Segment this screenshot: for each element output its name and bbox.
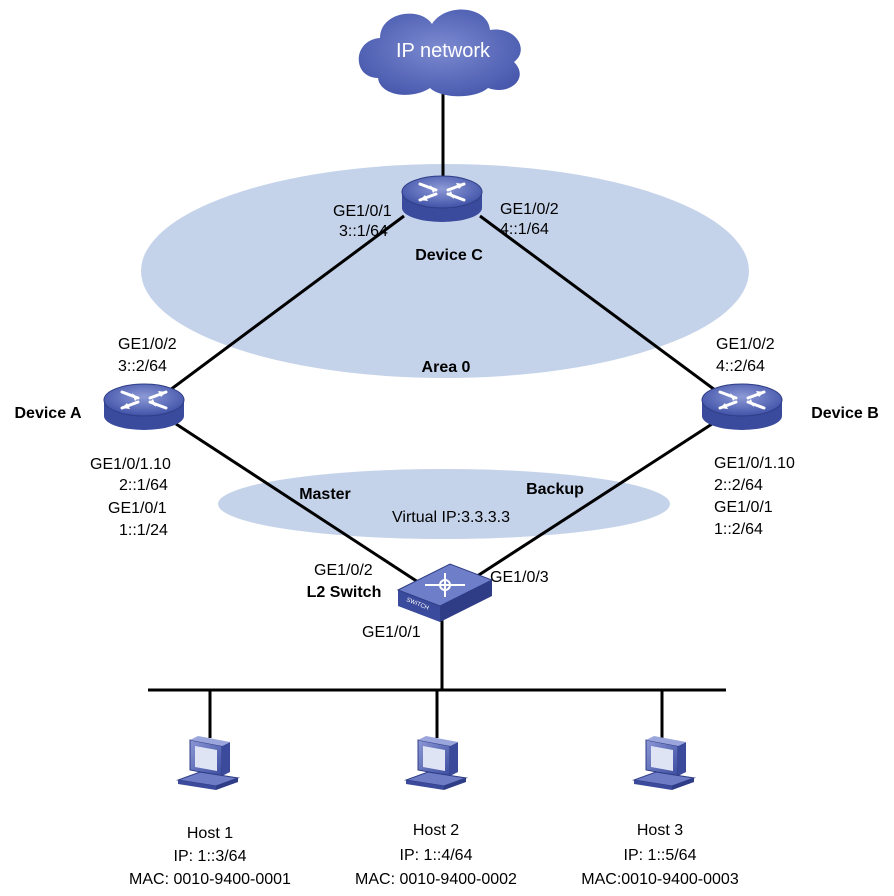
device-a-ip-up: 3::2/64 bbox=[118, 358, 167, 375]
device-a-if-up: GE1/0/2 bbox=[118, 336, 177, 353]
backup-label: Backup bbox=[526, 481, 584, 498]
device-c-if-left: GE1/0/1 bbox=[333, 203, 392, 220]
host-3-mac: MAC:0010-9400-0003 bbox=[581, 871, 739, 888]
device-a-if-down: GE1/0/1 bbox=[108, 500, 167, 517]
device-c-if-right: GE1/0/2 bbox=[500, 201, 559, 218]
cloud-label: IP network bbox=[396, 40, 491, 62]
host-2-name: Host 2 bbox=[413, 822, 459, 839]
area-label: Area 0 bbox=[422, 359, 471, 376]
device-a-ip-sub: 2::1/64 bbox=[119, 477, 168, 494]
link-device-b-switch bbox=[467, 422, 713, 584]
host-1-mac: MAC: 0010-9400-0001 bbox=[129, 871, 291, 888]
device-a-if-sub: GE1/0/1.10 bbox=[90, 456, 171, 473]
area-0-ellipse bbox=[141, 164, 749, 378]
device-a-name: Device A bbox=[15, 405, 82, 422]
device-c-icon bbox=[400, 174, 484, 224]
device-a-ip-down: 1::1/24 bbox=[119, 522, 168, 539]
switch-if-down: GE1/0/1 bbox=[362, 624, 421, 641]
host-3-name: Host 3 bbox=[637, 822, 683, 839]
host-2-ip: IP: 1::4/64 bbox=[400, 847, 473, 864]
device-b-icon bbox=[700, 382, 784, 432]
device-b-ip-down: 1::2/64 bbox=[714, 521, 763, 538]
switch-if-left: GE1/0/2 bbox=[314, 562, 373, 579]
host-1-icon bbox=[177, 735, 239, 791]
switch-if-right: GE1/0/3 bbox=[490, 569, 549, 586]
host-1-ip: IP: 1::3/64 bbox=[174, 848, 247, 865]
device-c-ip-left: 3::1/64 bbox=[339, 223, 388, 240]
host-2-mac: MAC: 0010-9400-0002 bbox=[355, 871, 517, 888]
link-device-c-device-b bbox=[479, 214, 716, 392]
device-b-if-down: GE1/0/1 bbox=[714, 499, 773, 516]
device-c-name: Device C bbox=[415, 247, 483, 264]
virtual-ip-label: Virtual IP:3.3.3.3 bbox=[392, 509, 510, 526]
device-a-icon bbox=[102, 382, 186, 432]
link-device-a-switch bbox=[175, 422, 419, 584]
device-b-ip-up: 4::2/64 bbox=[716, 358, 765, 375]
device-b-if-sub: GE1/0/1.10 bbox=[714, 455, 795, 472]
host-3-ip: IP: 1::5/64 bbox=[624, 847, 697, 864]
master-label: Master bbox=[299, 486, 351, 503]
device-b-if-up: GE1/0/2 bbox=[716, 336, 775, 353]
host-1-name: Host 1 bbox=[187, 825, 233, 842]
host-3-icon bbox=[633, 735, 695, 791]
vrrp-group-ellipse bbox=[218, 469, 670, 539]
l2-switch-icon: SWITCH bbox=[396, 563, 494, 622]
switch-name: L2 Switch bbox=[307, 584, 382, 601]
device-b-ip-sub: 2::2/64 bbox=[714, 477, 763, 494]
device-b-name: Device B bbox=[811, 405, 879, 422]
link-device-c-device-a bbox=[169, 214, 405, 392]
device-c-ip-right: 4::1/64 bbox=[500, 221, 549, 238]
host-2-icon bbox=[405, 735, 467, 791]
ip-network-cloud: IP network bbox=[358, 9, 521, 97]
